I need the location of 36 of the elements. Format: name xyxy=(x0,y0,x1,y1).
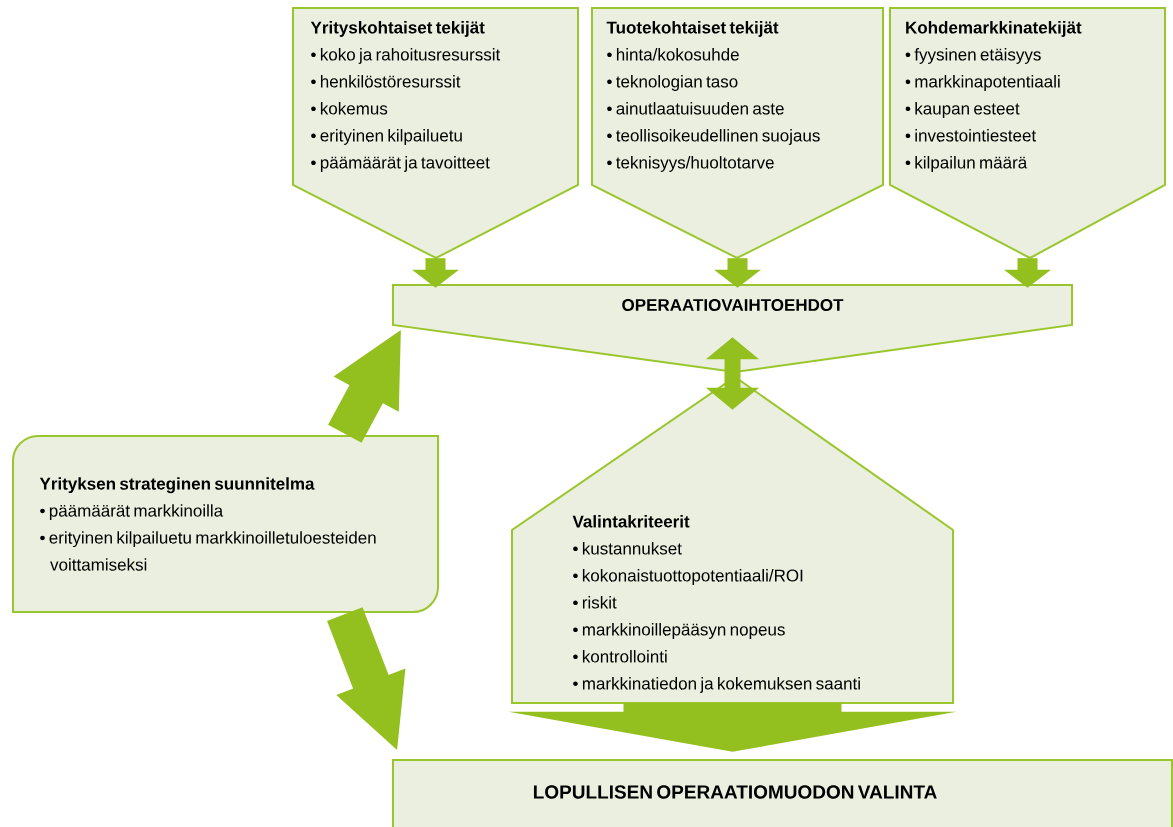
bullet-item: • investointiesteet xyxy=(905,129,1037,142)
title-text: LOPULLISEN OPERAATIOMUODON VALINTA xyxy=(534,785,937,799)
bullet-item: • päämäärät markkinoilla xyxy=(40,504,224,521)
bullet-item: • päämäärät ja tavoitteet xyxy=(311,156,490,172)
heading-text: Kohdemarkkinatekijät xyxy=(906,21,1082,37)
rounded-box xyxy=(12,435,439,613)
heading-text: Tuotekohtaiset tekijät xyxy=(606,21,779,37)
bullet-item: • teknisyys/huoltotarve xyxy=(607,156,774,172)
bullet-item: • kilpailun määrä xyxy=(905,156,1028,172)
bullet-item: • teknologian taso xyxy=(607,75,738,91)
bullet-item: • kokonaistuottopotentiaali/ROI xyxy=(573,569,803,585)
bullet-item: • ainutlaatuisuuden aste xyxy=(607,102,784,115)
bullet-item: • kontrollointi xyxy=(573,650,667,663)
bullet-item: • riskit xyxy=(573,596,617,609)
pentagon-callout xyxy=(889,7,1166,260)
bullet-item: • markkinapotentiaali xyxy=(905,75,1060,91)
bullet-item: • hinta/kokosuhde xyxy=(607,48,739,61)
heading-text: Yrityksen strateginen suunnitelma xyxy=(39,477,315,494)
bullet-item: • henkilöstöresurssit xyxy=(311,75,461,88)
heading-text: Yrityskohtaiset tekijät xyxy=(310,21,485,37)
pentagon-callout xyxy=(591,7,884,260)
heading-text: Valintakriteerit xyxy=(572,515,690,528)
bullet-item: • markkinatiedon ja kokemuksen saanti xyxy=(573,677,860,693)
bullet-item: • kaupan esteet xyxy=(905,102,1020,118)
result-box xyxy=(392,759,1173,827)
bullet-item: • kokemus xyxy=(311,102,388,115)
bullet-item: • erityinen kilpailuetu xyxy=(311,129,462,145)
bullet-item: • koko ja rahoitusresurssit xyxy=(311,48,501,64)
bullet-item: • teollisoikeudellinen suojaus xyxy=(607,129,820,145)
banner-box xyxy=(392,284,1073,373)
bullet-item: • markkinoillepääsyn nopeus xyxy=(573,623,785,639)
title-text: OPERAATIOVAIHTOEHDOT xyxy=(622,299,844,311)
bullet-item: • fyysinen etäisyys xyxy=(905,48,1041,64)
pentagon-callout xyxy=(292,7,579,260)
bullet-item: • kustannukset xyxy=(573,542,682,555)
bullet-item: • erityinen kilpailuetu markkinoilletuloesteiden voittamiseksi xyxy=(40,531,376,571)
